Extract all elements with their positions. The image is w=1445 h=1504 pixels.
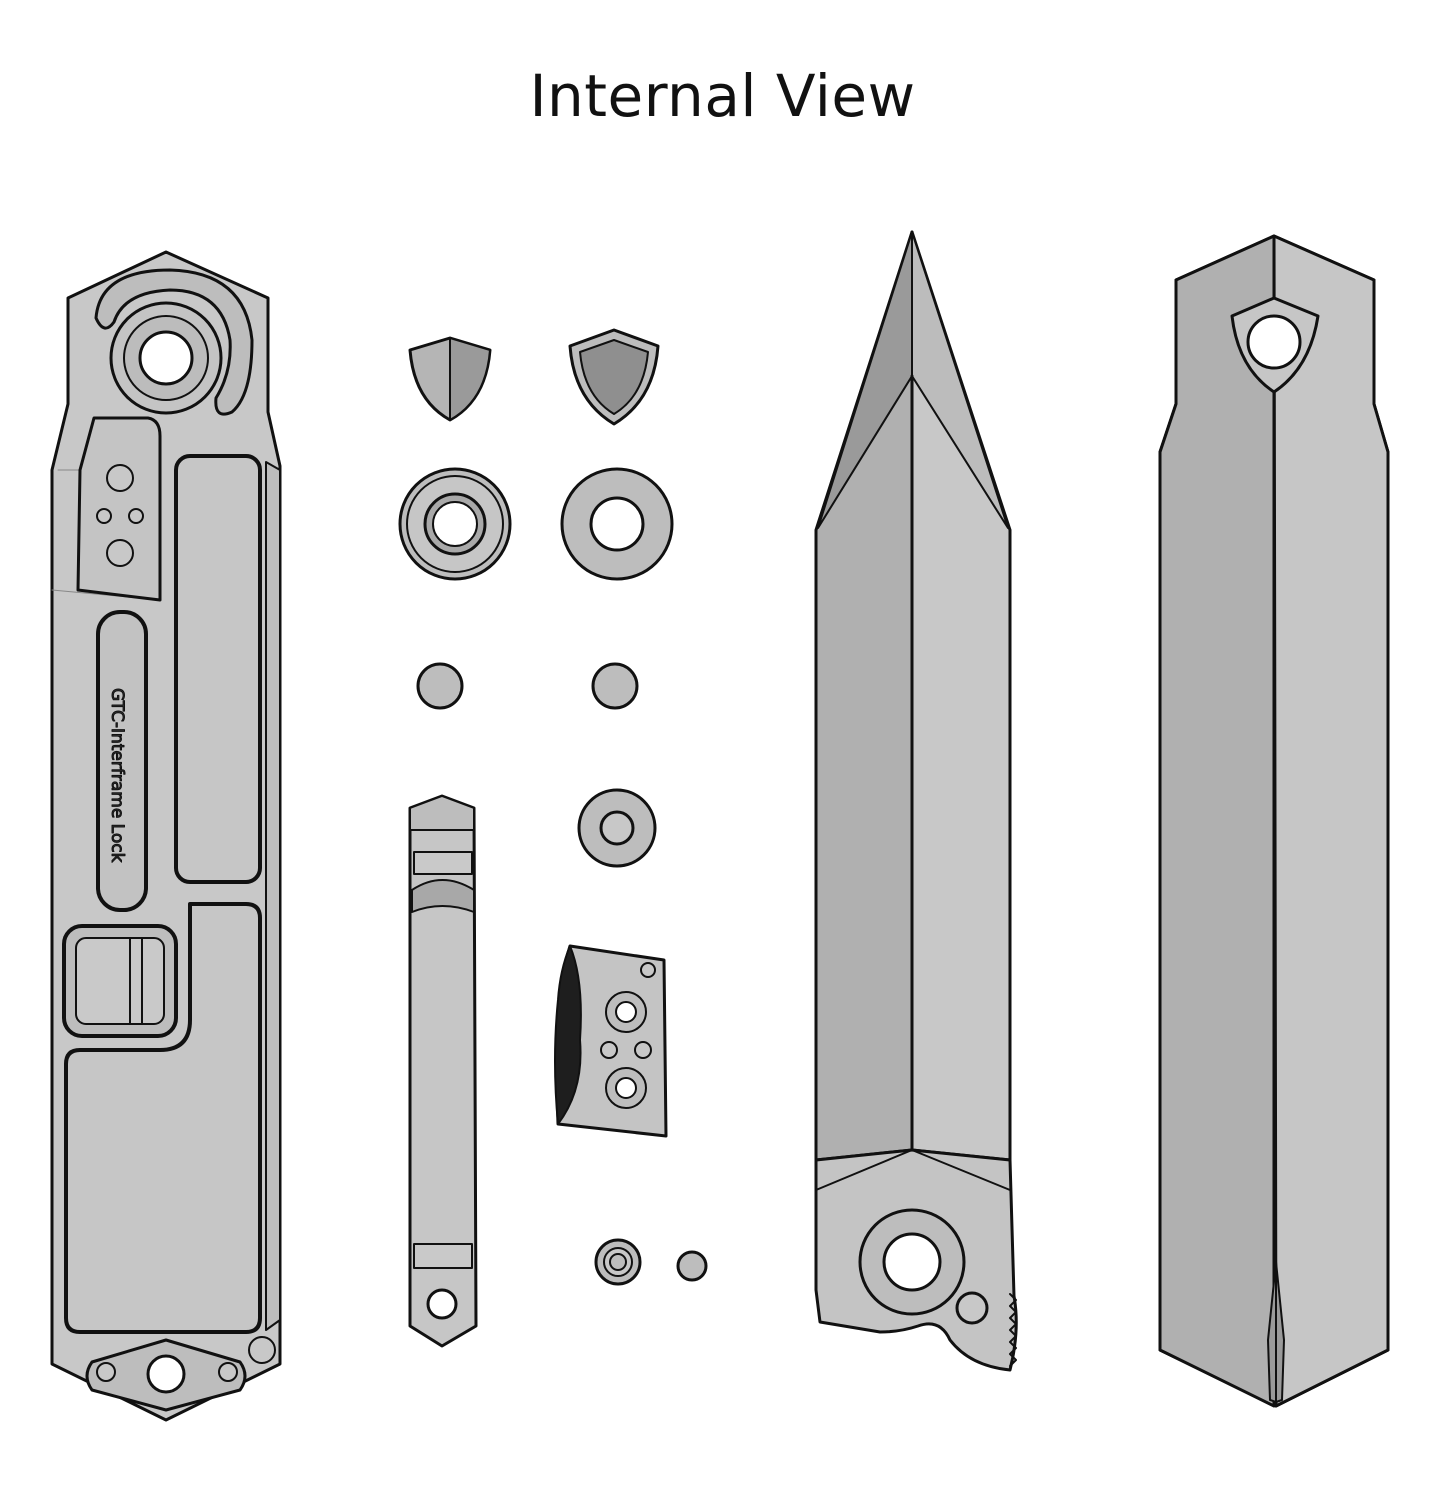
shield-icon bbox=[408, 336, 492, 422]
washer-icon bbox=[398, 467, 512, 581]
page-title: Internal View bbox=[529, 62, 916, 130]
insert-icon bbox=[554, 944, 668, 1138]
ball-icon bbox=[591, 662, 639, 710]
bushing-icon bbox=[594, 1238, 642, 1286]
lock-side-engraving: GTC-Interframe Lock bbox=[107, 688, 127, 863]
handle-scale-icon bbox=[1158, 234, 1390, 1408]
spacer-icon bbox=[408, 794, 478, 1348]
ball-icon bbox=[416, 662, 464, 710]
bushing-icon bbox=[577, 788, 657, 868]
shield-icon bbox=[568, 328, 660, 426]
washer-icon bbox=[560, 467, 674, 581]
blade-icon bbox=[814, 230, 1018, 1372]
ball-icon bbox=[676, 1250, 708, 1282]
lock-side-handle: GTC-Interframe Lock bbox=[50, 250, 282, 1422]
